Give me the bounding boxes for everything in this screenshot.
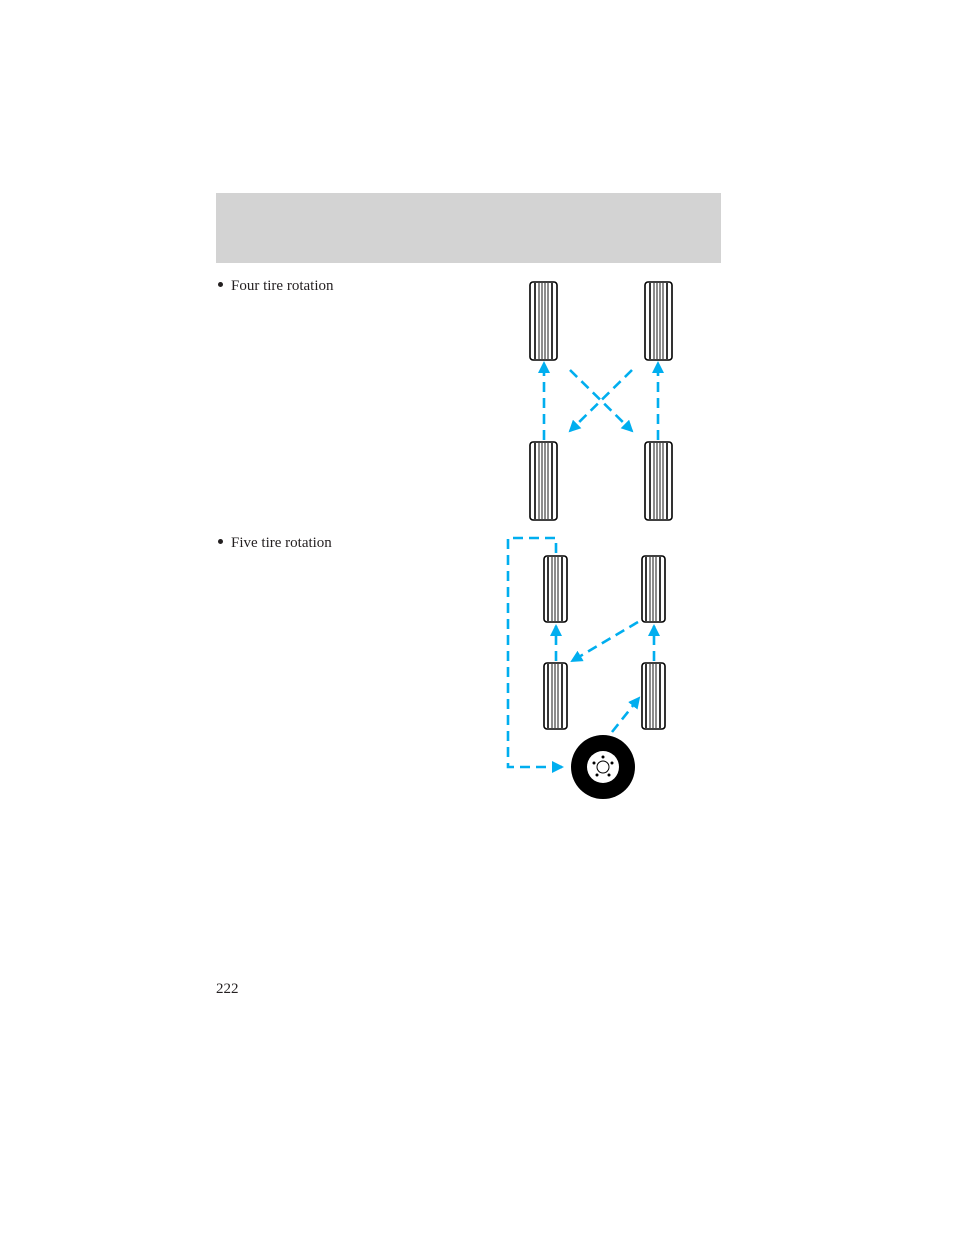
tire-front-left — [544, 556, 567, 622]
spare-tire — [571, 735, 635, 799]
tire-rear-right — [645, 442, 672, 520]
tire-front-right — [645, 282, 672, 360]
page-number: 222 — [216, 981, 239, 998]
tire-front-left — [530, 282, 557, 360]
four-tire-diagram — [530, 282, 672, 520]
tire-front-right — [642, 556, 665, 622]
tire-rear-left — [544, 663, 567, 729]
arrow-front-right-to-rear-left — [572, 622, 638, 661]
tire-rear-right — [642, 663, 665, 729]
tire-rear-left — [530, 442, 557, 520]
arrow-spare-to-rear-right — [612, 698, 639, 732]
five-tire-diagram — [508, 538, 665, 799]
